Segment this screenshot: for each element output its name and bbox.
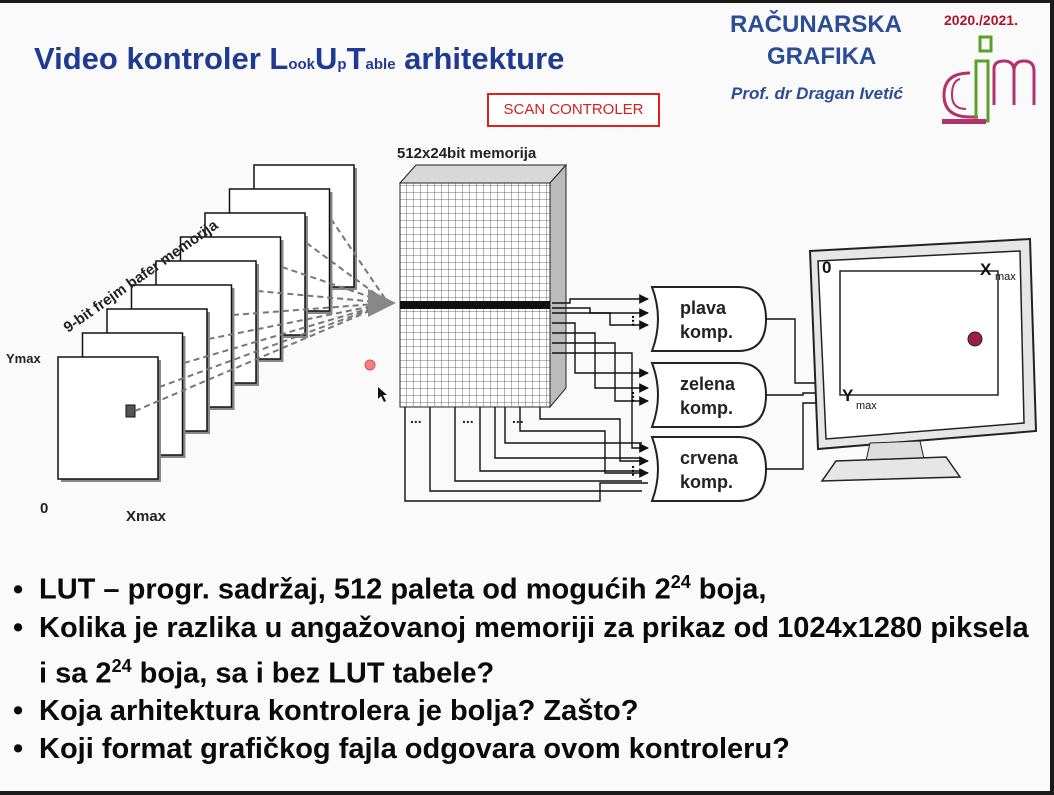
monitor-x-sub: max [995,271,1016,283]
bullet-item: LUT – progr. sadržaj, 512 paleta od mogu… [13,563,1043,609]
lut-memory-block [398,163,568,409]
monitor-y-label: Y [842,386,854,405]
lut-diagram: 9-bit frejm bafer memorija Ymax 0 Xmax 5… [6,145,1038,525]
bullet-item: Koja arhitektura kontrolera je bolja? Za… [13,692,1043,730]
academic-year: 2020./2021. [944,12,1018,28]
bullet-list: LUT – progr. sadržaj, 512 paleta od mogu… [13,563,1043,768]
dots-1: ... [410,410,422,426]
dac-box: zelena komp.... [629,362,768,428]
bullet-item: Koji format grafičkog fajla odgovara ovo… [13,730,1043,768]
dots-2: ... [462,410,474,426]
dac-label-line2: komp. [680,398,733,418]
pixel-dot-icon [967,331,983,347]
monitor-x-label: X [980,260,992,279]
laser-pointer-icon [364,359,376,371]
slide: Video kontroler LookUpTable arhitekture … [0,3,1050,791]
mouse-cursor-icon [378,387,387,402]
scan-controler-label: SCAN CONTROLER [487,93,660,127]
ymax-label: Ymax [6,351,41,366]
origin-label: 0 [40,500,48,517]
dac-components: plava komp.... zelena komp.... crvena komp...… [629,286,768,502]
dac-label-line1: plava [680,298,727,318]
xmax-label: Xmax [126,508,167,525]
monitor-origin-label: 0 [822,258,831,277]
dac-label-line2: komp. [680,472,733,492]
course-title-line1: RAČUNARSKA [730,11,902,38]
dac-box: crvena komp.... [629,436,768,502]
bullet-item: Kolika je razlika u angažovanoj memoriji… [13,609,1043,693]
slide-title: Video kontroler LookUpTable arhitekture [34,41,565,76]
framebuffer-stack [57,164,396,482]
professor-name: Prof. dr Dragan Ivetić [731,84,903,103]
dac-dots: ... [629,391,645,403]
dac-label-line2: komp. [680,322,733,342]
framebuffer-pixel [125,404,136,418]
framebuffer-plane [57,302,389,482]
dac-dots: ... [629,465,645,477]
dac-dots: ... [629,315,645,327]
monitor-icon [808,237,1038,482]
dac-label-line1: zelena [680,374,736,394]
dac-label-line1: crvena [680,448,739,468]
course-title-line2: GRAFIKA [767,43,877,70]
dac-box: plava komp.... [629,286,768,352]
monitor-y-sub: max [856,400,877,412]
dots-3: ... [512,410,524,426]
cgm-logo-icon [942,35,1036,124]
memory-label: 512x24bit memorija [397,145,537,162]
